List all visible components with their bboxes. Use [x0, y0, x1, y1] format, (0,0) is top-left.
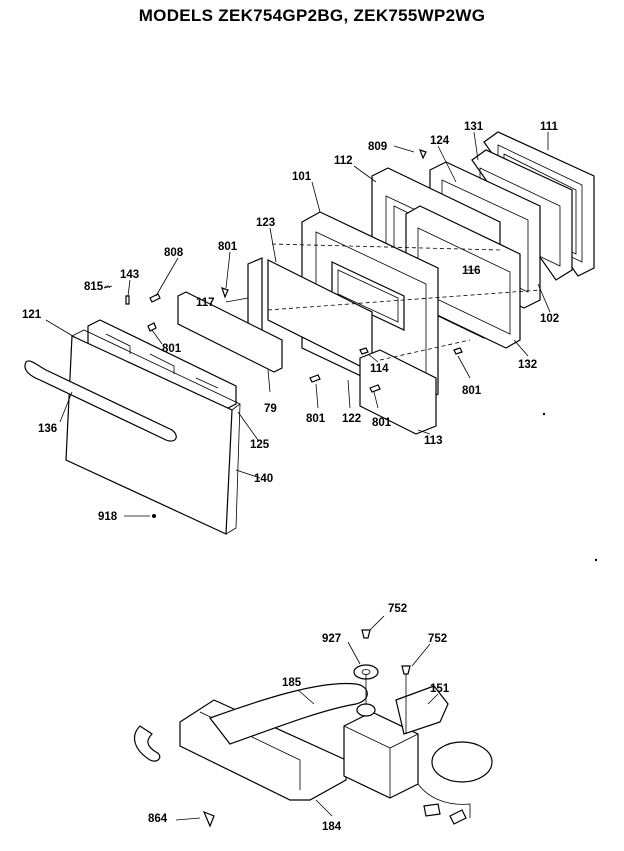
label-102: 102: [540, 313, 559, 325]
label-111: 111: [540, 121, 559, 133]
leader-lines-lower: [175, 615, 439, 821]
label-801-c: 801: [462, 385, 482, 397]
part-185-lock-link: [209, 682, 368, 745]
part-labels: 111 131 124 809 112 101 123 801 808 143 …: [22, 121, 559, 833]
label-809: 809: [368, 141, 387, 153]
label-815: 815: [84, 281, 104, 293]
label-116: 116: [462, 265, 481, 277]
label-801-e: 801: [372, 417, 392, 429]
label-927: 927: [322, 633, 341, 645]
label-131: 131: [464, 121, 484, 133]
label-121: 121: [22, 309, 42, 321]
label-136: 136: [38, 423, 57, 435]
label-151: 151: [430, 683, 450, 695]
label-185: 185: [282, 677, 302, 689]
part-151-motor-assembly: [343, 685, 493, 825]
page-title: MODELS ZEK754GP2BG, ZEK755WP2WG: [138, 6, 486, 25]
label-752-a: 752: [388, 603, 407, 615]
screw-icons: [103, 149, 463, 518]
label-864: 864: [148, 813, 168, 825]
label-801-b: 801: [162, 343, 182, 355]
label-124: 124: [430, 135, 450, 147]
label-752-b: 752: [428, 633, 447, 645]
label-101: 101: [292, 171, 312, 183]
label-122: 122: [342, 413, 361, 425]
part-136-handle: [24, 360, 177, 442]
label-117: 117: [196, 297, 215, 309]
label-112: 112: [334, 155, 353, 167]
label-79: 79: [264, 403, 277, 415]
label-801-d: 801: [306, 413, 326, 425]
label-113: 113: [424, 435, 443, 447]
label-114: 114: [370, 363, 389, 375]
label-123: 123: [256, 217, 275, 229]
label-143: 143: [120, 269, 139, 281]
part-140-outer-door: [65, 329, 241, 535]
part-113-trim: [359, 349, 437, 435]
leader-lines: [45, 131, 551, 517]
label-184: 184: [322, 821, 342, 833]
label-808: 808: [164, 247, 184, 259]
label-132: 132: [518, 359, 537, 371]
part-79-shield: [177, 291, 283, 373]
screw-icons-lower: [202, 629, 411, 828]
assembly-guide-lines: [267, 243, 541, 361]
label-918: 918: [98, 511, 118, 523]
label-140: 140: [254, 473, 273, 485]
label-801-a: 801: [218, 241, 238, 253]
label-125: 125: [250, 439, 270, 451]
